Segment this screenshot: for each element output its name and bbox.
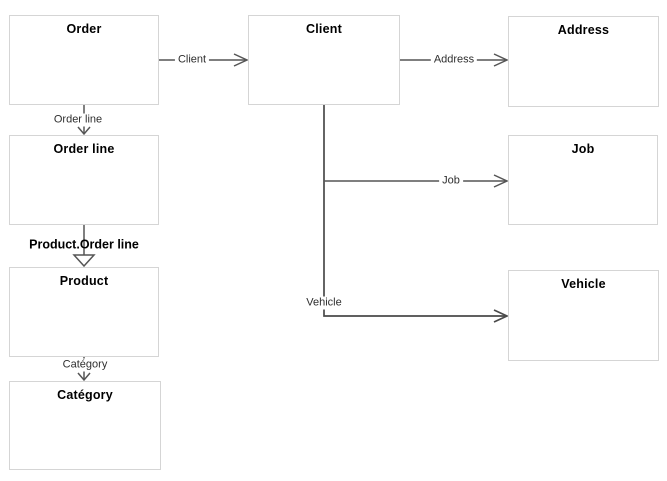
edge-label-category: Catégory bbox=[59, 358, 111, 372]
node-product[interactable]: Product bbox=[9, 267, 159, 357]
node-order-line[interactable]: Order line bbox=[9, 135, 159, 225]
edge-client-to-vehicle[interactable] bbox=[323, 105, 510, 323]
edge-label-product-order-line: Product.Order line bbox=[29, 237, 139, 252]
arrowhead-right-icon bbox=[493, 53, 509, 67]
edge-order-line-to-product[interactable] bbox=[72, 225, 96, 268]
edge-label-address: Address bbox=[430, 53, 478, 67]
node-address-title: Address bbox=[557, 23, 610, 37]
node-product-title: Product bbox=[59, 274, 109, 288]
node-job[interactable]: Job bbox=[508, 135, 658, 225]
generalization-triangle-icon bbox=[72, 254, 96, 268]
node-category[interactable]: Catégory bbox=[9, 381, 161, 470]
node-category-title: Catégory bbox=[57, 388, 113, 402]
arrowhead-down-icon bbox=[77, 372, 91, 382]
node-vehicle-title: Vehicle bbox=[561, 277, 606, 291]
edge-line bbox=[323, 105, 506, 317]
node-order-title: Order bbox=[66, 22, 102, 36]
edge-label-order-line: Order line bbox=[50, 113, 106, 127]
node-job-title: Job bbox=[571, 142, 595, 156]
node-order-line-title: Order line bbox=[53, 142, 115, 156]
edge-label-client: Client bbox=[174, 53, 210, 67]
edge-label-job: Job bbox=[439, 174, 463, 188]
edge-label-vehicle: Vehicle bbox=[303, 296, 345, 310]
arrowhead-down-icon bbox=[77, 126, 91, 136]
node-order[interactable]: Order bbox=[9, 15, 159, 105]
node-address[interactable]: Address bbox=[508, 16, 659, 107]
edge-client-to-job[interactable] bbox=[324, 174, 509, 188]
node-client[interactable]: Client bbox=[248, 15, 400, 105]
arrowhead-right-icon bbox=[233, 53, 249, 67]
arrowhead-right-icon bbox=[493, 309, 510, 323]
node-client-title: Client bbox=[306, 22, 342, 36]
arrowhead-right-icon bbox=[493, 174, 509, 188]
node-vehicle[interactable]: Vehicle bbox=[508, 270, 659, 361]
